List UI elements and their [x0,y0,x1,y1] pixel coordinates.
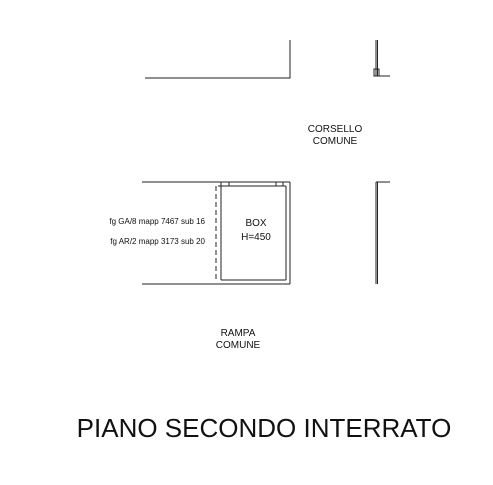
cadastral-label-1: fg GA/8 mapp 7467 sub 16 [109,217,205,226]
upper-left-wall [145,40,291,79]
cadastral-label-2: fg AR/2 mapp 3173 sub 20 [110,237,205,246]
lower-right-wall [375,181,390,284]
box-label-line2: H=450 [241,232,271,243]
rampa-label-line2: COMUNE [216,340,261,351]
box-unit-outline [142,181,291,285]
corsello-label-line1: CORSELLO [308,124,363,135]
upper-right-wall [373,40,390,77]
rampa-label-line1: RAMPA [221,328,256,339]
box-label-line1: BOX [245,218,266,229]
drawing-title: PIANO SECONDO INTERRATO [77,413,452,443]
corsello-label-line2: COMUNE [313,136,358,147]
